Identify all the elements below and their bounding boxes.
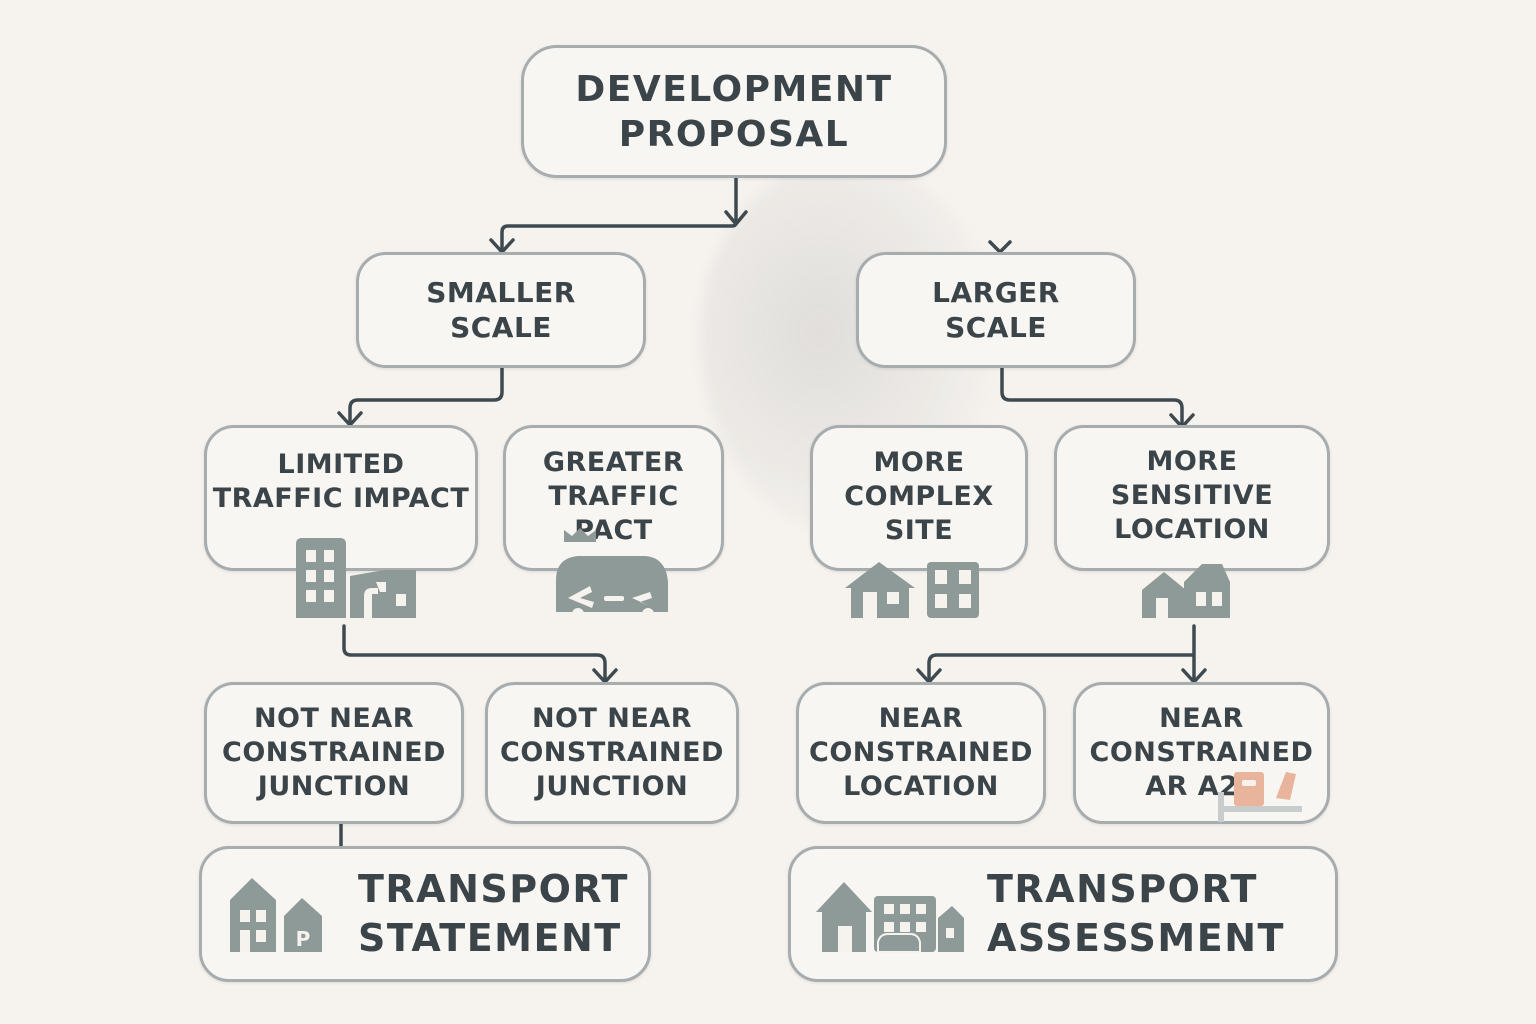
not-near-junction-box-1: NOT NEAR CONSTRAINED JUNCTION [204,682,464,824]
arrowhead-larger [988,240,1012,254]
connector-smaller-to-limited [348,366,504,427]
connector-sensitive-to-near [927,624,1196,684]
not-near-junction-label-1: NOT NEAR CONSTRAINED JUNCTION [222,703,446,802]
car-traffic-icon [556,528,668,618]
smaller-scale-box: SMALLER SCALE [356,252,646,368]
connector-larger-to-sensitive [1000,366,1184,429]
more-sensitive-location-label: MORE SENSITIVE LOCATION [1110,446,1274,545]
larger-scale-label: LARGER SCALE [932,276,1060,344]
transport-statement-box: TRANSPORT STATEMENT [199,846,651,982]
house-and-block-icon [845,562,979,618]
road-sign-icon [1218,772,1302,822]
connector-limited-to-junction [342,624,607,684]
connector-root-to-smaller [500,176,738,254]
smaller-scale-label: SMALLER SCALE [426,276,576,344]
near-constrained-location-box: NEAR CONSTRAINED LOCATION [796,682,1046,824]
office-buildings-icon [296,538,416,618]
not-near-junction-label-2: NOT NEAR CONSTRAINED JUNCTION [500,703,724,802]
transport-assessment-label: TRANSPORT ASSESSMENT [987,866,1285,960]
development-proposal-label: DEVELOPMENT PROPOSAL [575,68,893,155]
greater-traffic-impact-box: GREATER TRAFFIC PACT [503,425,724,571]
more-complex-site-box: MORE COMPLEX SITE [810,425,1028,571]
parking-icon-letter: P [296,927,311,951]
transport-statement-label: TRANSPORT STATEMENT [358,866,629,960]
greater-traffic-impact-label: GREATER TRAFFIC PACT [542,447,685,546]
arrowhead-root-down [724,210,748,226]
limited-traffic-impact-label: LIMITED TRAFFIC IMPACT [212,449,470,514]
near-constrained-location-label: NEAR CONSTRAINED LOCATION [809,703,1033,802]
more-complex-site-label: MORE COMPLEX SITE [844,447,994,546]
townscape-icon [816,882,964,953]
not-near-junction-box-2: NOT NEAR CONSTRAINED JUNCTION [485,682,739,824]
more-sensitive-location-box: MORE SENSITIVE LOCATION [1054,425,1330,571]
sensitive-house-icon [1142,564,1230,618]
building-parking-icon: P [230,878,322,952]
development-proposal-box: DEVELOPMENT PROPOSAL [521,45,947,178]
larger-scale-box: LARGER SCALE [856,252,1136,368]
